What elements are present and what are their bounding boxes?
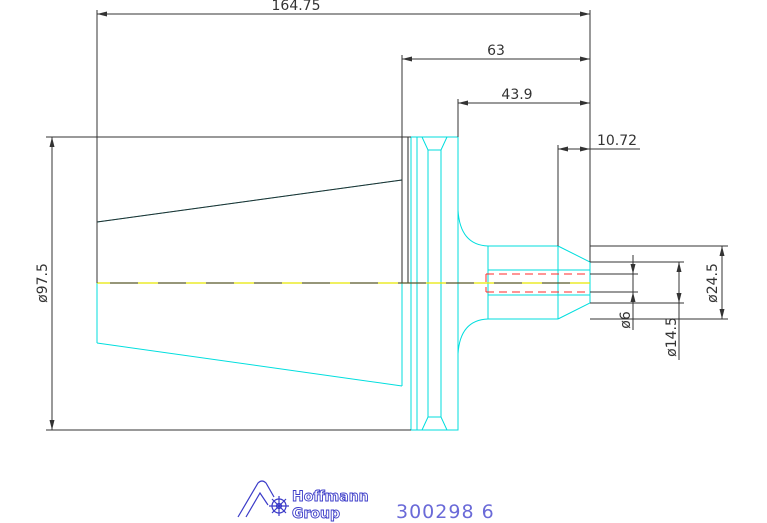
logo-mark-icon xyxy=(237,480,289,518)
dim-length-10-72: 10.72 xyxy=(597,133,637,149)
hidden-bore xyxy=(485,273,590,293)
dim-length-43-9: 43.9 xyxy=(501,87,532,103)
logo-text-group: Group xyxy=(292,506,340,522)
dimension-arrows xyxy=(49,11,725,430)
hoffmann-logo: Hoffmann Group xyxy=(237,480,369,522)
taper-edge-shade xyxy=(96,137,409,283)
dim-diameter-14-5: ø14.5 xyxy=(664,317,680,357)
logo-text-hoffmann: Hoffmann xyxy=(292,489,369,505)
dim-diameter-97-5: ø97.5 xyxy=(35,263,51,303)
dim-overall-length: 164.75 xyxy=(272,0,321,14)
dimension-lines xyxy=(46,10,728,431)
dim-diameter-24-5: ø24.5 xyxy=(705,263,721,303)
part-number: 300298 6 xyxy=(396,501,495,523)
dim-length-63: 63 xyxy=(487,43,505,59)
dim-diameter-6: ø6 xyxy=(618,311,634,329)
